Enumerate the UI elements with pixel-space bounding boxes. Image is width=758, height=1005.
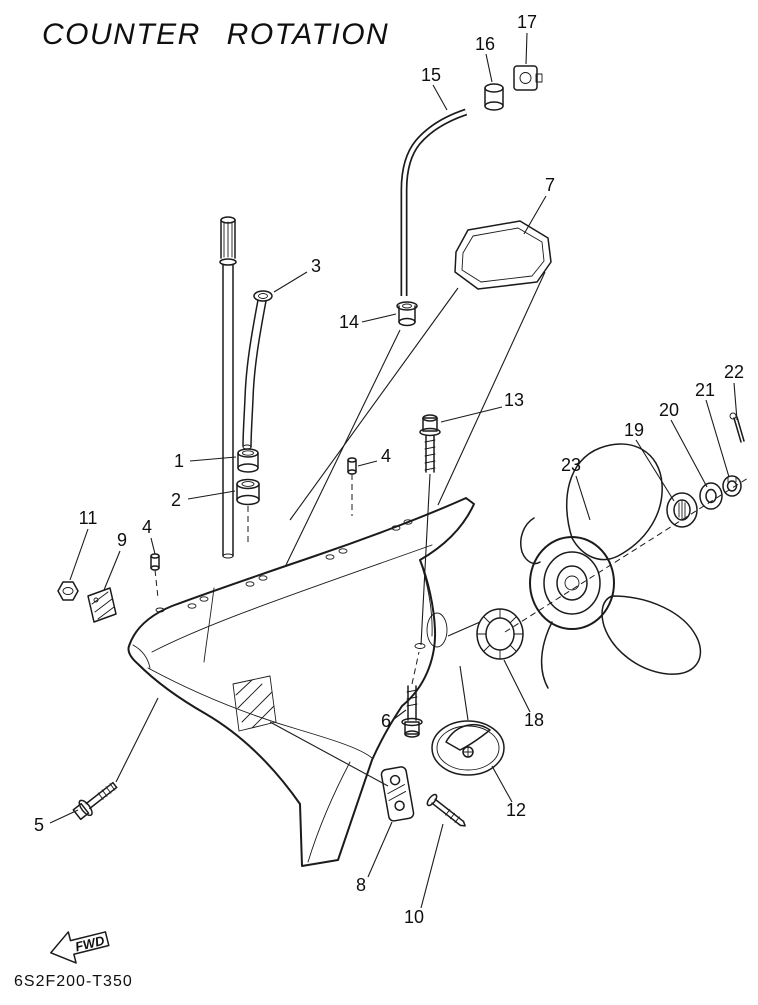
flange-bolt bbox=[72, 781, 118, 821]
anode-bracket-leader bbox=[269, 721, 389, 787]
tube-collar bbox=[484, 83, 504, 111]
callout-3: 3 bbox=[311, 256, 321, 276]
tube-damper bbox=[513, 65, 543, 91]
exhaust-port-hatch bbox=[232, 675, 277, 732]
callout-7: 7 bbox=[545, 175, 555, 195]
thrust-spacer bbox=[447, 608, 524, 660]
callout-4b: 4 bbox=[142, 517, 152, 537]
callout-11: 11 bbox=[79, 508, 98, 528]
callout-numbers: 1 2 3 4 4 5 6 7 8 9 10 11 12 13 14 15 16… bbox=[34, 12, 744, 927]
callout-9: 9 bbox=[117, 530, 127, 550]
callout-23: 23 bbox=[561, 455, 581, 475]
diagram-code: 6S2F200-T350 bbox=[14, 973, 133, 990]
spacer-splined bbox=[666, 492, 698, 528]
callout-18: 18 bbox=[524, 710, 544, 730]
tube-seal-fitting bbox=[396, 301, 418, 327]
callout-20: 20 bbox=[659, 400, 679, 420]
callout-8: 8 bbox=[356, 875, 366, 895]
callout-2: 2 bbox=[171, 490, 181, 510]
bolt-long bbox=[419, 414, 441, 646]
callout-14: 14 bbox=[339, 312, 359, 332]
deck-stud-holes bbox=[155, 519, 426, 649]
bolt-vertical bbox=[401, 651, 423, 738]
callout-19: 19 bbox=[624, 420, 644, 440]
cotter-pin bbox=[729, 412, 745, 443]
callout-17: 17 bbox=[517, 12, 537, 32]
propeller bbox=[520, 443, 702, 689]
fwd-arrow: FWD bbox=[50, 931, 110, 964]
callout-1: 1 bbox=[174, 451, 184, 471]
flange-bolt-leader bbox=[115, 697, 159, 783]
gearcase-housing bbox=[127, 497, 475, 867]
trim-tab bbox=[431, 665, 505, 776]
callout-16: 16 bbox=[475, 34, 495, 54]
callout-6: 6 bbox=[381, 711, 391, 731]
callout-22: 22 bbox=[724, 362, 744, 382]
oil-seal bbox=[236, 478, 260, 542]
propeller-nut bbox=[722, 475, 742, 497]
anode-bracket bbox=[380, 766, 415, 822]
hex-nut bbox=[57, 581, 79, 601]
page-title: COUNTER ROTATION bbox=[42, 18, 389, 51]
callout-10: 10 bbox=[404, 907, 424, 927]
callout-4a: 4 bbox=[381, 446, 391, 466]
callout-13: 13 bbox=[504, 390, 524, 410]
washer bbox=[699, 482, 723, 510]
tab-screw bbox=[426, 793, 466, 827]
dowel-pin-left bbox=[150, 553, 160, 599]
water-tube-seal bbox=[242, 290, 273, 450]
anode-wedge bbox=[87, 587, 117, 623]
callout-21: 21 bbox=[695, 380, 715, 400]
callout-15: 15 bbox=[421, 65, 441, 85]
driveshaft bbox=[219, 216, 237, 559]
callout-12: 12 bbox=[506, 800, 526, 820]
dowel-pin-right bbox=[347, 457, 357, 516]
gasket bbox=[285, 220, 552, 566]
bushing bbox=[237, 448, 259, 473]
prop-shaft-axis bbox=[504, 477, 749, 633]
callout-leaders bbox=[49, 32, 738, 909]
fwd-label: FWD bbox=[74, 933, 107, 955]
water-pickup-tube bbox=[400, 108, 468, 296]
callout-5: 5 bbox=[34, 815, 44, 835]
